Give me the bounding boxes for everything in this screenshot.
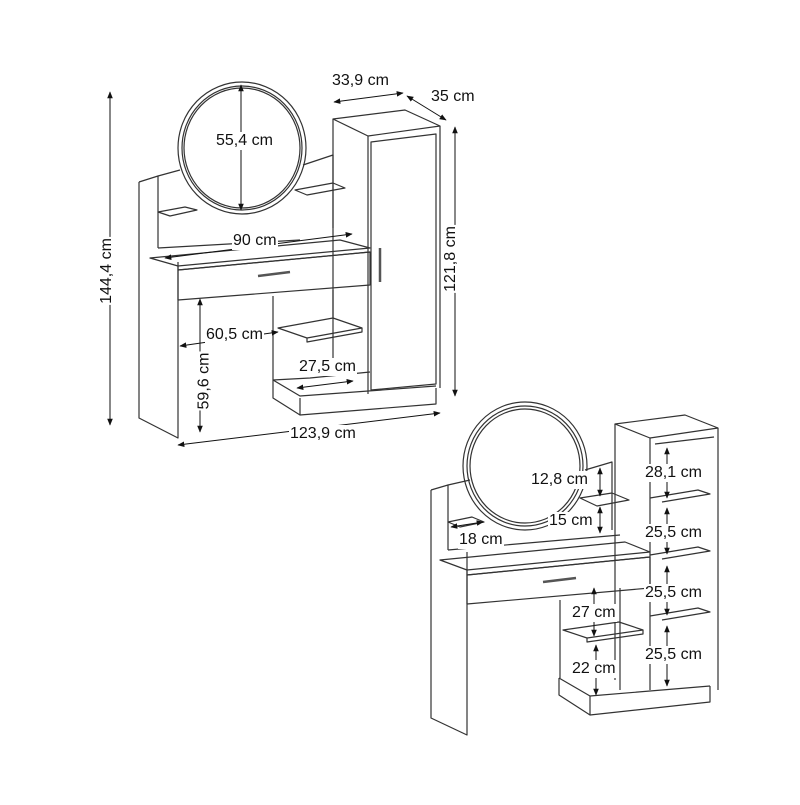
label-cabinet-shelf-1: 28,1 cm	[644, 464, 703, 482]
front-view-furniture	[138, 81, 441, 439]
label-desk-width: 90 cm	[232, 232, 278, 250]
label-cabinet-height: 121,8 cm	[441, 225, 460, 293]
open-view-furniture	[430, 401, 719, 736]
label-shelf-width: 27,5 cm	[298, 358, 357, 376]
label-knee-width: 60,5 cm	[205, 326, 264, 344]
label-desk-shelf-lower: 22 cm	[571, 660, 617, 678]
label-cabinet-width: 33,9 cm	[331, 72, 390, 90]
label-upper-shelf-gap: 12,8 cm	[530, 471, 589, 489]
label-desk-shelf-upper: 27 cm	[571, 604, 617, 622]
label-total-height: 144,4 cm	[97, 237, 116, 305]
label-desk-height: 59,6 cm	[195, 351, 214, 411]
label-cabinet-depth: 35 cm	[430, 88, 476, 106]
front-view-dimension-lines	[107, 84, 458, 448]
label-cabinet-shelf-2: 25,5 cm	[644, 524, 703, 542]
label-total-width: 123,9 cm	[289, 425, 357, 443]
label-cabinet-shelf-3: 25,5 cm	[644, 584, 703, 602]
label-mirror-diameter: 55,4 cm	[215, 132, 274, 150]
label-lower-shelf-gap: 15 cm	[548, 512, 594, 530]
label-cabinet-shelf-4: 25,5 cm	[644, 646, 703, 664]
label-small-shelf-width: 18 cm	[458, 531, 504, 549]
